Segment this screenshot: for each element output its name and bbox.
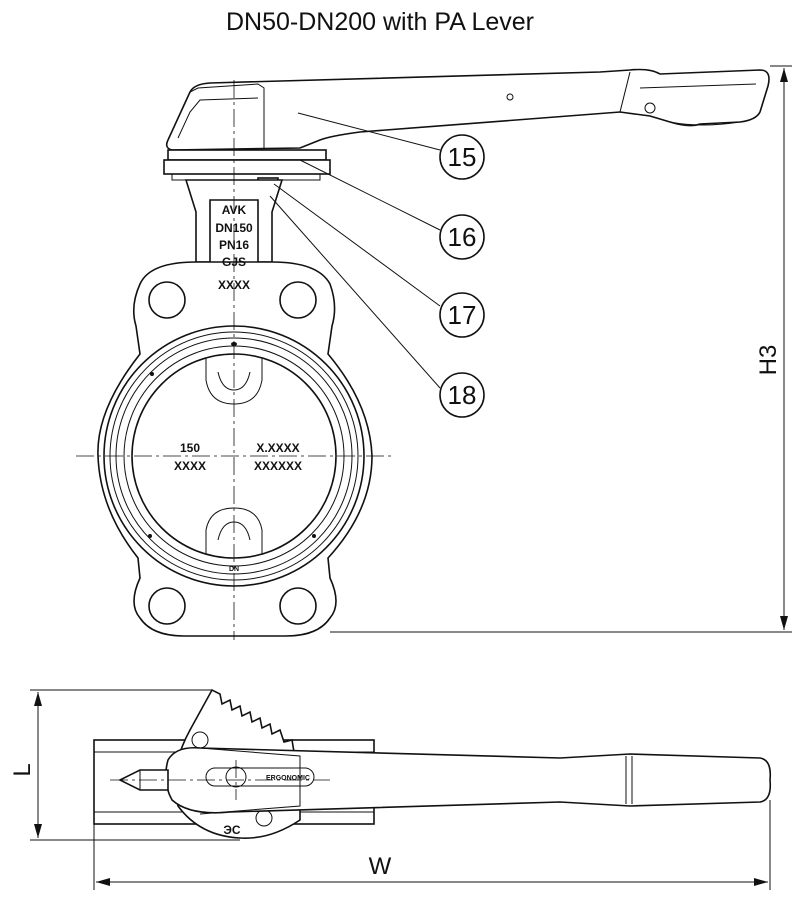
disc-marking: XXXXXX: [254, 459, 302, 473]
dimension-l: L: [9, 689, 240, 841]
callout-label: 16: [448, 222, 477, 252]
callout-17: 17: [439, 292, 485, 338]
drawing-title: DN50-DN200 with PA Lever: [225, 8, 534, 36]
dimension-w: W: [93, 800, 771, 890]
marking-line: PN16: [219, 238, 249, 252]
handle-marking: ERGONOMIC: [266, 775, 310, 782]
callout-15: 15: [439, 134, 485, 180]
dimension-h3: H3: [330, 65, 792, 633]
valve-top-view: ЭС ERGONOMIC: [93, 688, 772, 839]
callout-label: 17: [448, 300, 477, 330]
disc-marking: X.XXXX: [256, 441, 299, 455]
callout-16: 16: [439, 214, 485, 260]
dimension-label-l: L: [9, 763, 36, 776]
lever-front-view: [165, 68, 770, 151]
callout-label: 15: [448, 142, 477, 172]
callout-18: 18: [439, 372, 485, 418]
dimension-label-w: W: [369, 853, 392, 880]
disc-markings: 150 XXXX X.XXXX XXXXXX: [174, 441, 302, 473]
disc-marking: XXXX: [174, 459, 206, 473]
callout-leaders: [269, 112, 441, 389]
dimension-label-h3: H3: [755, 345, 782, 376]
top-view-mark: ЭС: [223, 823, 241, 837]
disc-marking: 150: [180, 441, 200, 455]
callout-label: 18: [448, 380, 477, 410]
svg-text:DN: DN: [229, 566, 239, 573]
